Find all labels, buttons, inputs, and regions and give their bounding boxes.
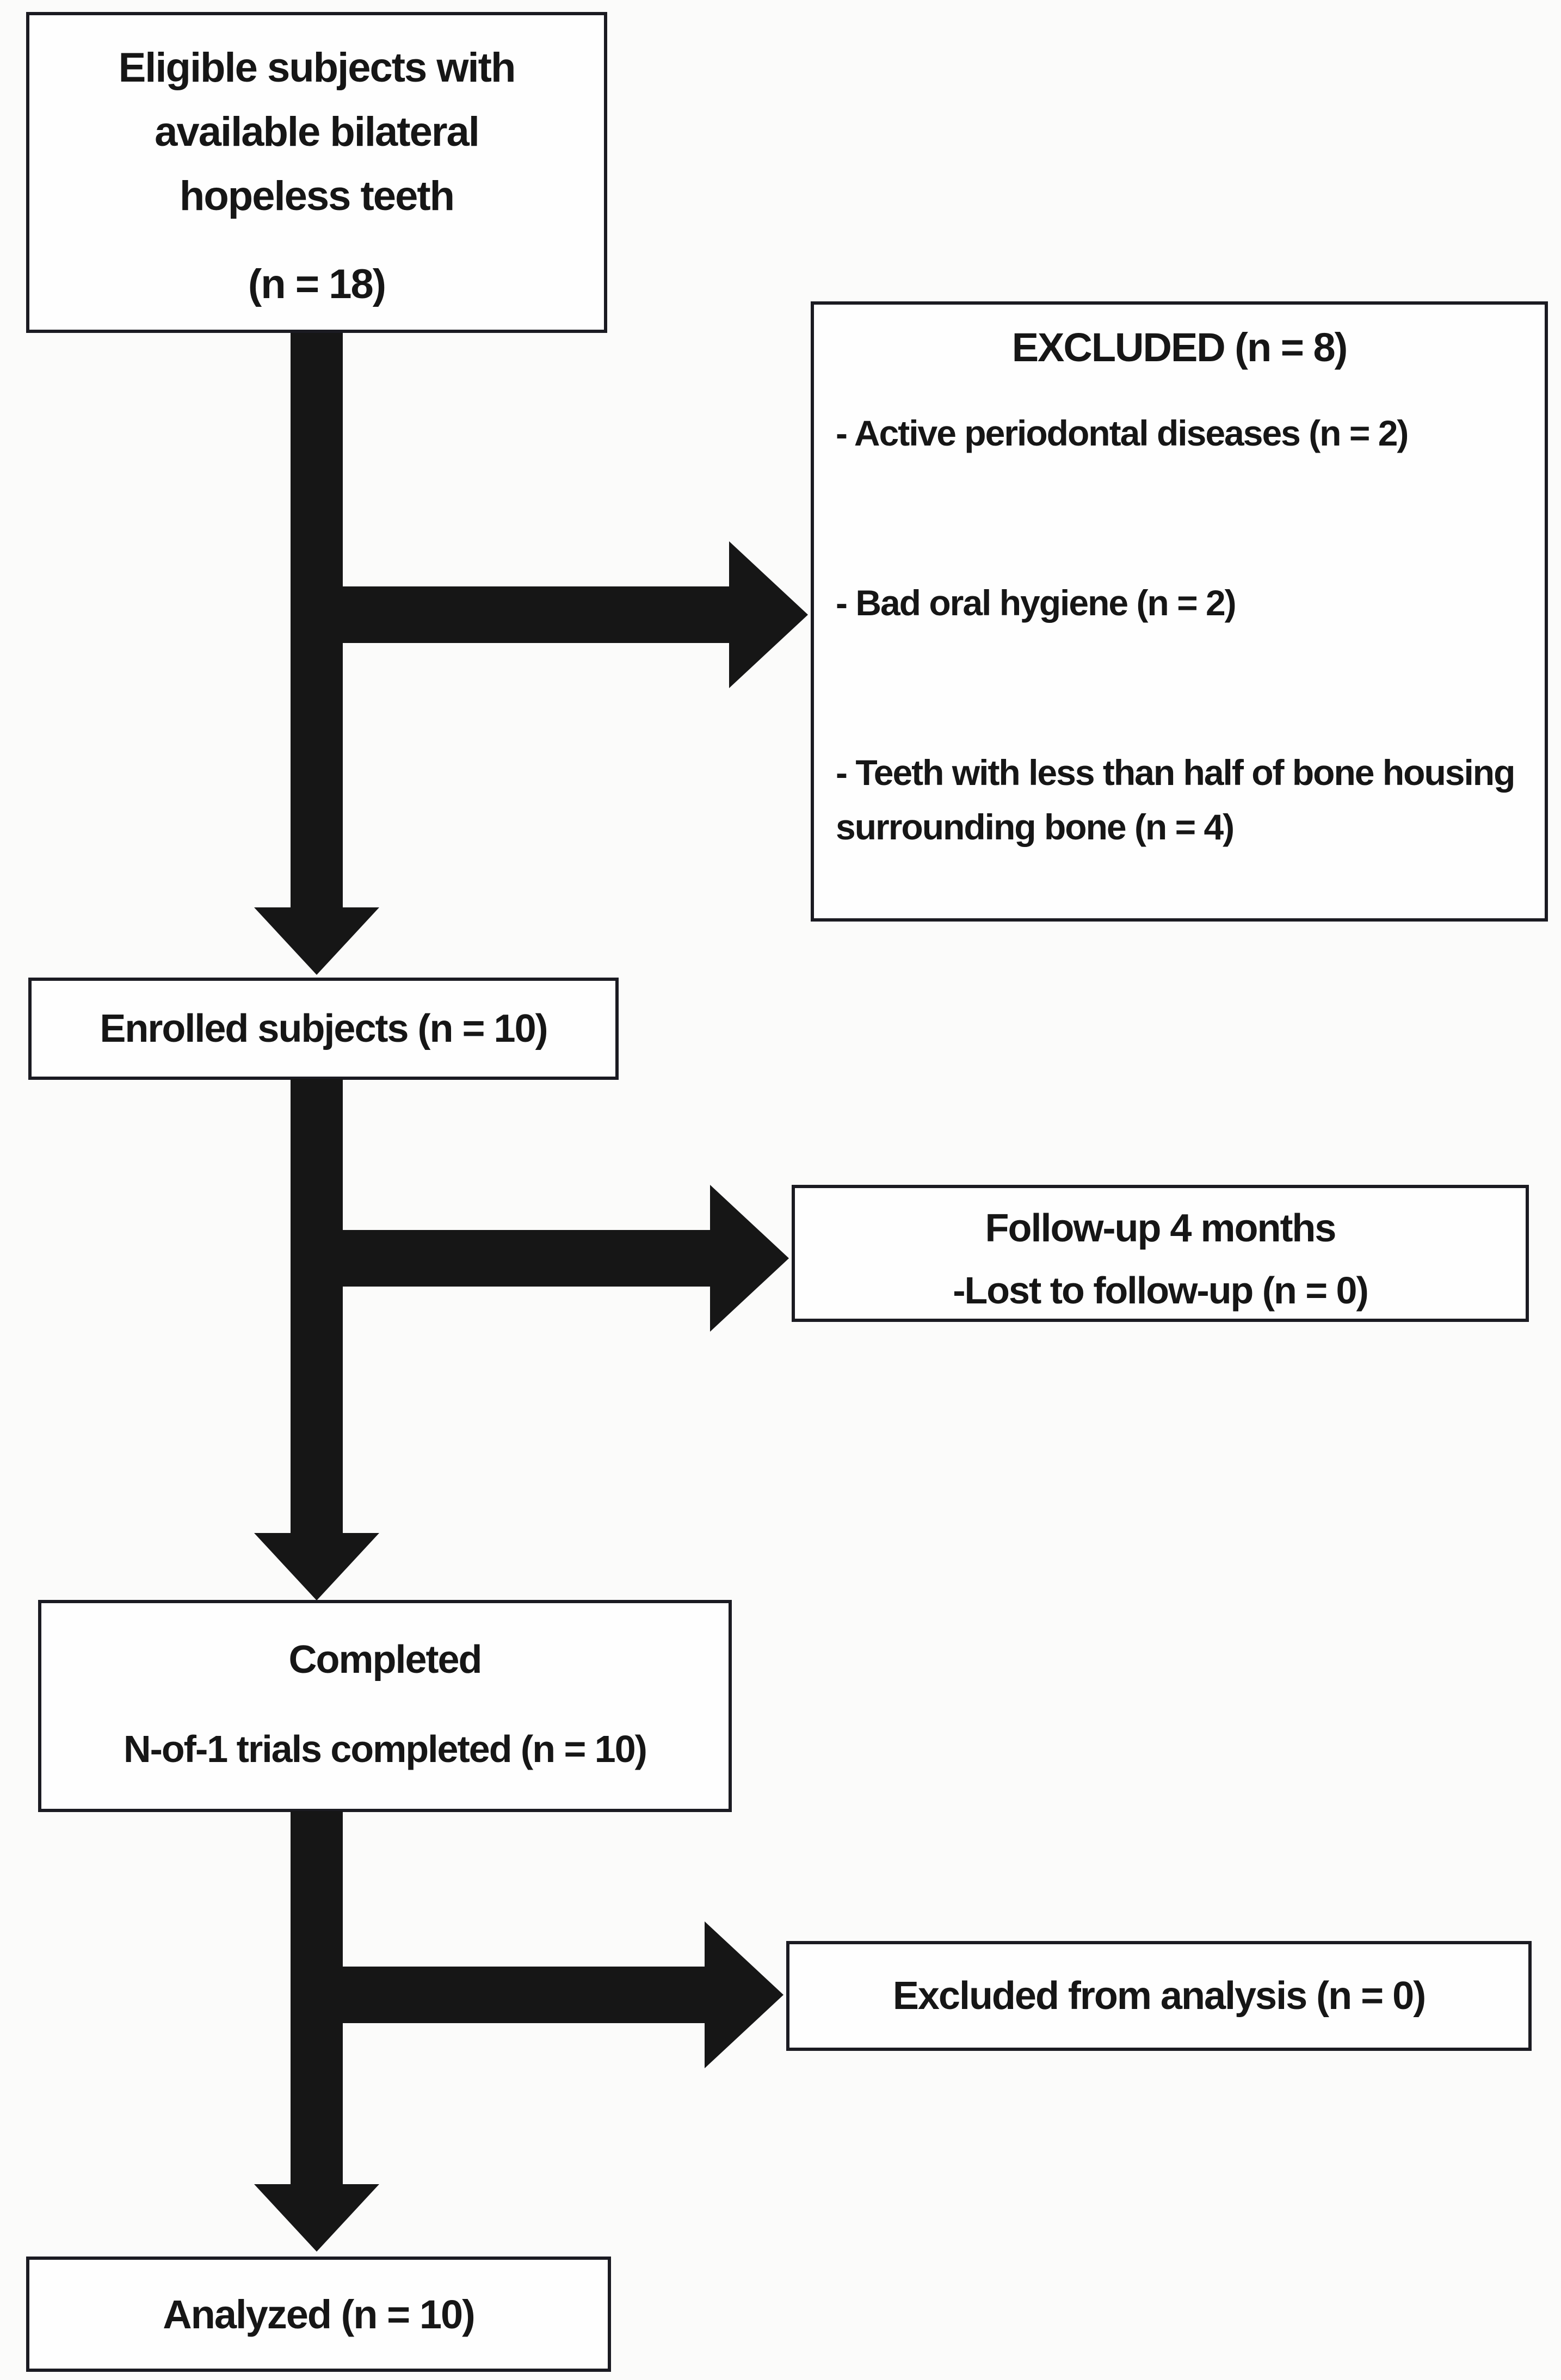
excluded-box: EXCLUDED (n = 8) - Active periodontal di… <box>811 301 1548 922</box>
arrow-to-excluded-head-icon <box>729 541 808 688</box>
excluded-item-hygiene: - Bad oral hygiene (n = 2) <box>836 583 1237 623</box>
excluded-item-periodontal: - Active periodontal diseases (n = 2) <box>836 413 1409 453</box>
arrow-completed-to-analyzed-head-icon <box>254 2184 379 2252</box>
eligible-count: (n = 18) <box>248 261 386 307</box>
analyzed-box: Analyzed (n = 10) <box>26 2257 611 2372</box>
arrow-enrolled-to-completed-head-icon <box>254 1533 379 1600</box>
eligible-title-line-2: available bilateral <box>155 109 480 155</box>
completed-detail: N-of-1 trials completed (n = 10) <box>124 1728 647 1770</box>
analyzed-label: Analyzed (n = 10) <box>163 2291 476 2337</box>
arrow-to-followup-head-icon <box>710 1185 789 1332</box>
arrow-eligible-to-enrolled-head-icon <box>254 907 379 975</box>
completed-box: Completed N-of-1 trials completed (n = 1… <box>38 1600 732 1812</box>
arrow-enrolled-to-completed-shaft <box>291 1079 343 1534</box>
followup-box: Follow-up 4 months -Lost to follow-up (n… <box>792 1185 1529 1322</box>
completed-title: Completed <box>288 1638 482 1682</box>
excluded-item-bone: - Teeth with less than half of bone hous… <box>836 752 1515 847</box>
followup-lost-note: -Lost to follow-up (n = 0) <box>953 1269 1369 1312</box>
eligible-title-line-1: Eligible subjects with <box>118 45 516 91</box>
followup-title: Follow-up 4 months <box>985 1207 1337 1250</box>
arrow-to-excluded-analysis-shaft <box>305 1967 706 2023</box>
arrow-to-excluded-shaft <box>305 586 730 643</box>
eligible-title-line-3: hopeless teeth <box>179 173 455 219</box>
enrolled-subjects-box: Enrolled subjects (n = 10) <box>28 978 619 1080</box>
excluded-from-analysis-box: Excluded from analysis (n = 0) <box>786 1941 1532 2051</box>
enrolled-label: Enrolled subjects (n = 10) <box>100 1007 548 1050</box>
eligible-subjects-box: Eligible subjects with available bilater… <box>26 12 607 333</box>
excluded-from-analysis-label: Excluded from analysis (n = 0) <box>892 1974 1426 2018</box>
arrow-to-followup-shaft <box>305 1230 711 1287</box>
excluded-title: EXCLUDED (n = 8) <box>1011 325 1348 370</box>
arrow-to-excluded-analysis-head-icon <box>705 1921 783 2068</box>
